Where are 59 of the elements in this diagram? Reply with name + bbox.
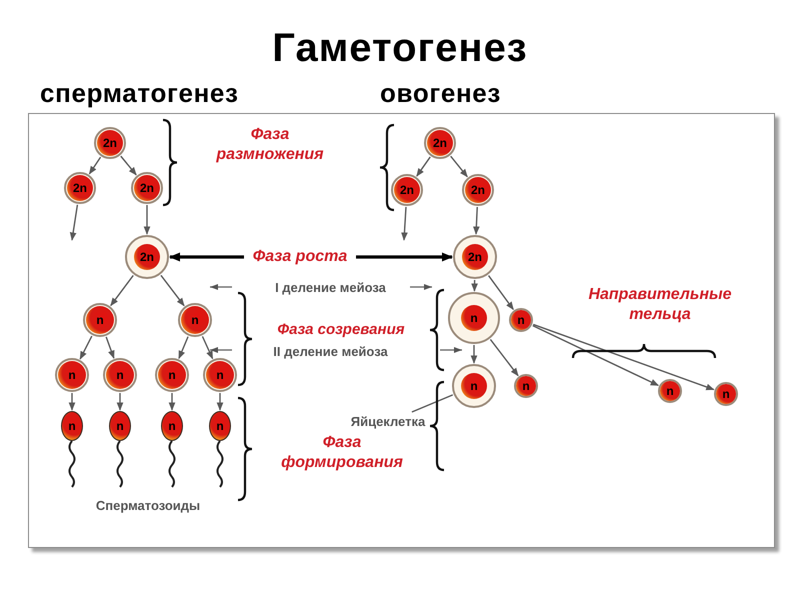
arrow <box>488 275 514 310</box>
phase-label: Сперматозоиды <box>94 497 202 515</box>
arrow <box>70 204 78 241</box>
arrow <box>202 336 214 360</box>
ploidy-label: n <box>96 314 104 326</box>
arrow <box>401 206 408 241</box>
ploidy-label: n <box>191 314 199 326</box>
ploidy-label: 2n <box>72 182 87 194</box>
ploidy-label: n <box>216 369 224 381</box>
phase-label: Направительные тельца <box>587 285 733 325</box>
title: Гаметогенез <box>271 25 529 72</box>
ploidy-label: n <box>168 369 176 381</box>
ploidy-label: n <box>722 388 730 400</box>
ploidy-label: n <box>517 314 525 326</box>
arrow <box>533 324 715 390</box>
arrow <box>116 393 124 411</box>
arrow <box>473 206 480 235</box>
phase-label: Фаза созревания <box>276 320 406 340</box>
arrow <box>80 336 92 360</box>
ploidy-label: n <box>470 380 478 392</box>
arrow <box>216 393 224 411</box>
arrow <box>416 156 431 177</box>
ploidy-label: n <box>116 420 124 432</box>
ploidy-label: 2n <box>140 182 154 194</box>
arrow <box>88 156 102 175</box>
ploidy-label: 2n <box>400 184 414 196</box>
arrow <box>106 336 114 359</box>
ploidy-label: n <box>470 312 478 324</box>
arrow <box>168 393 176 411</box>
arrow <box>168 252 244 262</box>
arrow <box>532 324 660 386</box>
arrow <box>490 339 519 376</box>
ploidy-label: n <box>116 369 124 381</box>
ploidy-label: n <box>68 369 76 381</box>
phase-label: Фаза размножения <box>215 125 325 165</box>
phase-label: Фаза роста <box>252 247 348 267</box>
phase-label: II деление мейоза <box>272 343 389 361</box>
arrow <box>470 345 478 364</box>
ploidy-label: 2n <box>102 137 117 149</box>
arrow <box>144 205 150 235</box>
ploidy-label: n <box>666 385 674 397</box>
ploidy-label: 2n <box>468 251 482 263</box>
ploidy-label: 2n <box>140 251 154 263</box>
egg-label: Яйцеклетка <box>350 413 426 432</box>
arrow <box>471 280 478 292</box>
ploidy-label: 2n <box>470 184 485 196</box>
ploidy-label: 2n <box>432 137 447 149</box>
ploidy-label: n <box>68 420 76 432</box>
phase-label: Фаза формирования <box>280 433 404 473</box>
ploidy-label: n <box>522 380 530 392</box>
section-heading: сперматогенез <box>40 77 240 110</box>
phase-label: I деление мейоза <box>274 279 387 297</box>
ploidy-label: n <box>168 420 176 432</box>
arrow <box>178 336 189 360</box>
section-heading: овогенез <box>380 77 502 110</box>
arrow <box>68 393 76 411</box>
arrow <box>356 252 454 262</box>
leader-line <box>412 394 454 413</box>
ploidy-label: n <box>216 420 224 432</box>
